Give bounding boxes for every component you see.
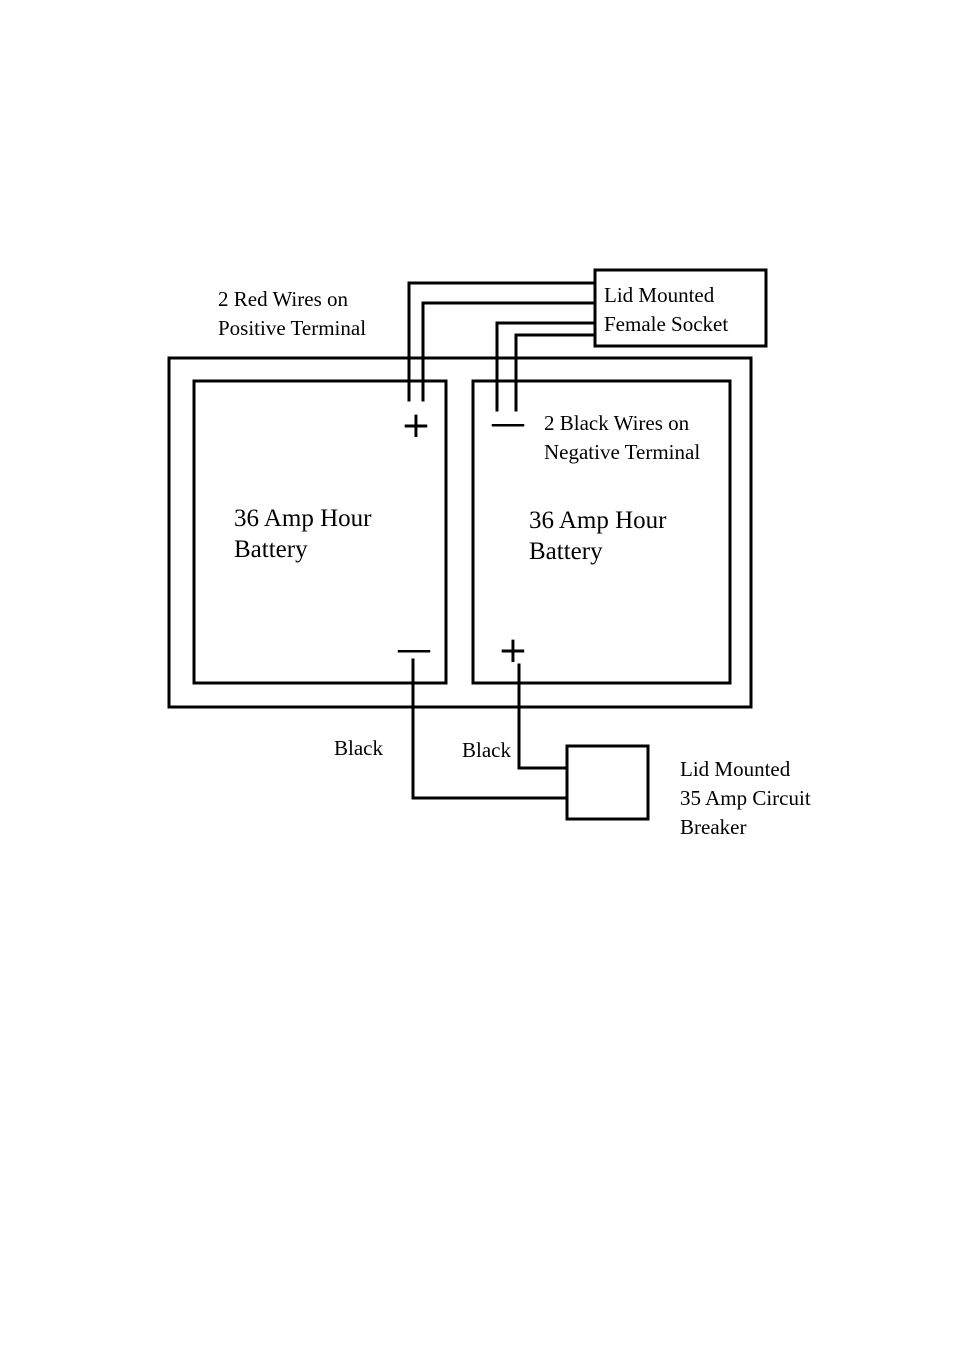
right-positive-terminal: +: [498, 630, 528, 671]
battery-right-label-line2: Battery: [529, 538, 603, 565]
left-positive-terminal: +: [401, 405, 431, 446]
red-wires-label-line2: Positive Terminal: [218, 316, 366, 340]
wire-left-label: Black: [334, 736, 383, 760]
right-negative-terminal: —: [490, 403, 526, 444]
black-wires-label-line1: 2 Black Wires on: [544, 411, 690, 435]
battery-left-label-line1: 36 Amp Hour: [234, 505, 372, 532]
breaker-label-line3: Breaker: [680, 815, 746, 839]
black-wire-right-to-breaker: [519, 665, 567, 768]
battery-right-label-line1: 36 Amp Hour: [529, 507, 667, 534]
breaker-label-line1: Lid Mounted: [680, 757, 791, 781]
red-wire-2: [423, 303, 595, 400]
circuit-breaker-box: [567, 746, 648, 819]
wire-right-label: Black: [462, 738, 511, 762]
breaker-label-line2: 35 Amp Circuit: [680, 786, 811, 810]
battery-left-label-line2: Battery: [234, 536, 308, 563]
red-wires-label-line1: 2 Red Wires on: [218, 287, 348, 311]
black-wires-label-line2: Negative Terminal: [544, 440, 700, 464]
socket-label-line1: Lid Mounted: [604, 283, 715, 307]
socket-label-line2: Female Socket: [604, 312, 728, 336]
black-wire-2: [516, 335, 595, 410]
black-wire-left-to-breaker: [413, 660, 567, 798]
left-negative-terminal: —: [396, 629, 432, 670]
